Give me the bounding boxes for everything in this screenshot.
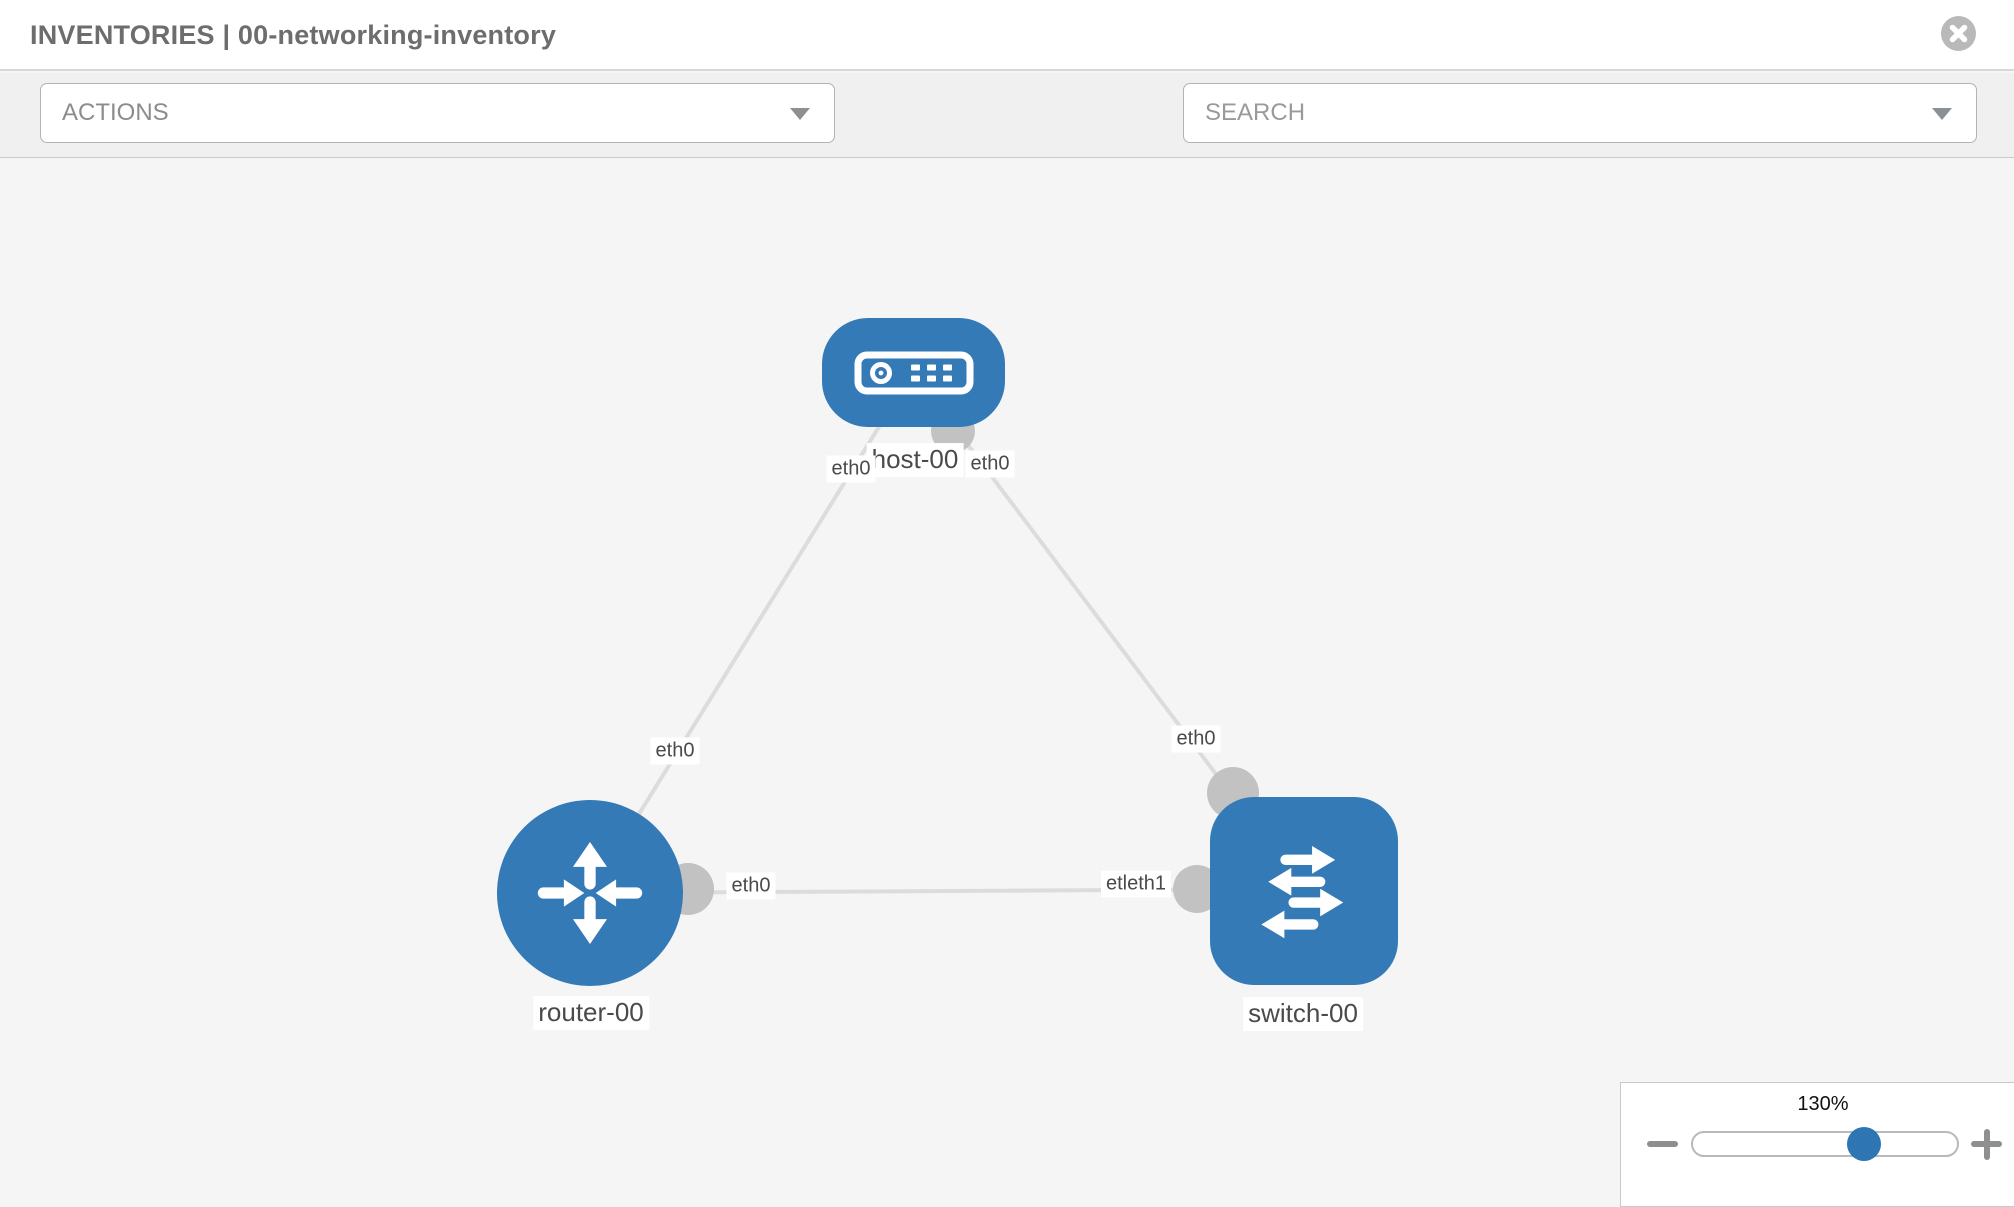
zoom-panel: 130% [1620,1082,2014,1207]
topology-edges [588,370,1306,915]
iface-label-switch-left: etleth1 [1100,870,1172,898]
chevron-down-icon [1932,108,1952,120]
search-input[interactable]: SEARCH [1183,83,1977,143]
node-label-router-00: router-00 [533,996,649,1030]
iface-label-host-right: eth0 [965,450,1015,478]
zoom-out-button[interactable] [1647,1141,1678,1147]
node-host-00[interactable] [822,318,1005,427]
topology-canvas[interactable] [0,158,2014,1200]
page-title: INVENTORIES | 00-networking-inventory [30,20,557,50]
zoom-slider-thumb[interactable] [1847,1127,1881,1161]
zoom-slider-track[interactable] [1691,1131,1959,1157]
toolbar: ACTIONS SEARCH [0,73,2014,203]
zoom-in-button-bar[interactable] [1983,1128,1990,1160]
node-label-switch-00: switch-00 [1243,997,1363,1031]
close-icon [1949,24,1968,43]
host-icon [854,351,973,394]
iface-label-router-top: eth0 [650,737,700,765]
node-router-00[interactable] [497,800,683,986]
actions-dropdown-label: ACTIONS [62,99,169,126]
node-label-host-00: host-00 [866,443,964,477]
chevron-down-icon [790,108,810,120]
zoom-level-value: 130% [1797,1093,1849,1115]
actions-dropdown[interactable]: ACTIONS [40,83,835,143]
node-switch-00[interactable] [1210,797,1398,985]
search-placeholder: SEARCH [1205,99,1306,126]
iface-label-router-right: eth0 [726,872,776,900]
panel-header: INVENTORIES | 00-networking-inventory [0,0,2014,71]
close-button[interactable] [1941,16,1976,51]
switch-icon [1261,846,1344,939]
port-circle-switch-left [1173,865,1221,913]
iface-label-host-left: eth0 [826,455,876,483]
router-icon [537,841,643,945]
iface-label-switch-top: eth0 [1171,725,1221,753]
